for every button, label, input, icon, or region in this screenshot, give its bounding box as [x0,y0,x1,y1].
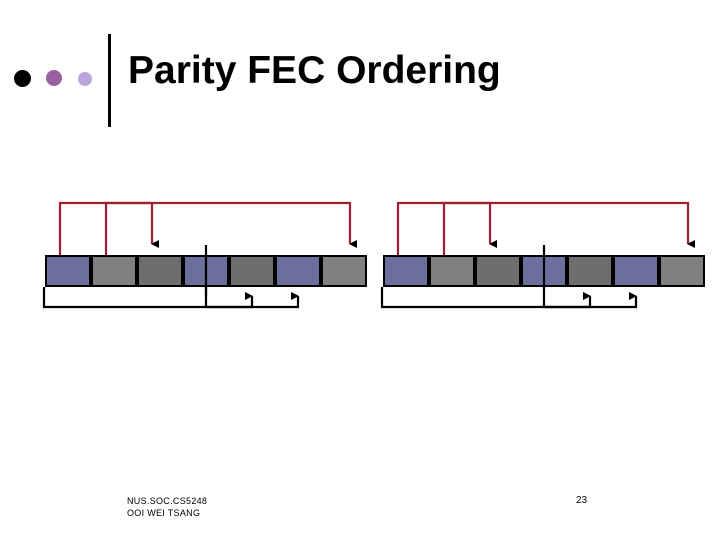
page-title: Parity FEC Ordering [128,49,501,92]
packet-cell [229,255,275,287]
packet-cell [383,255,429,287]
bullet-decoration [14,67,104,89]
footer-course-info: NUS.SOC.CS5248 OOI WEI TSANG [127,495,207,519]
footer-course-code: NUS.SOC.CS5248 [127,496,208,506]
packet-cell [429,255,475,287]
packet-cell [45,255,91,287]
packet-cell [567,255,613,287]
bullet-black-icon [14,70,31,87]
header-divider [108,34,111,127]
packet-cell [275,255,321,287]
packet-cell [321,255,367,287]
packet-cell [659,255,705,287]
packet-cell [475,255,521,287]
bullet-lavender-icon [78,72,92,86]
packet-cell [91,255,137,287]
packet-cell [613,255,659,287]
page-number: 23 [576,495,588,506]
packet-cell [137,255,183,287]
packet-cell [183,255,229,287]
packet-cell [521,255,567,287]
footer-author: OOI WEI TSANG [127,508,201,518]
bullet-purple-icon [46,70,62,86]
